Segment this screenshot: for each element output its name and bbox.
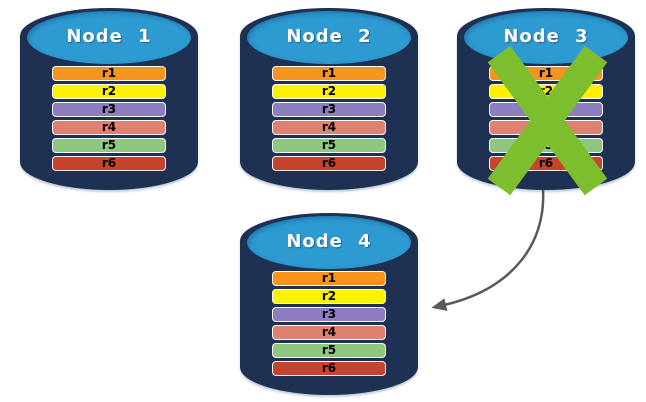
record-bar-r2: r2 [272, 289, 386, 304]
record-list: r1 r2 r3 r4 r5 r6 [489, 66, 603, 171]
record-bar-r2: r2 [489, 84, 603, 99]
node-title: Node 4 [286, 231, 372, 252]
node-4: Node 4 r1 r2 r3 r4 r5 r6 [240, 213, 418, 395]
node-3: Node 3 r1 r2 r3 r4 r5 r6 [457, 8, 635, 190]
record-bar-r4: r4 [272, 325, 386, 340]
record-bar-r1: r1 [489, 66, 603, 81]
record-bar-r2: r2 [272, 84, 386, 99]
cylinder-top-face: Node 4 [247, 216, 411, 269]
record-bar-r3: r3 [272, 102, 386, 117]
record-bar-r6: r6 [272, 361, 386, 376]
record-bar-r1: r1 [272, 271, 386, 286]
record-bar-r5: r5 [272, 138, 386, 153]
record-bar-r4: r4 [52, 120, 166, 135]
record-bar-r6: r6 [272, 156, 386, 171]
node-title: Node 2 [286, 26, 372, 47]
record-bar-r3: r3 [272, 307, 386, 322]
record-bar-r4: r4 [272, 120, 386, 135]
failover-arrow [431, 189, 545, 311]
cylinder-top-face: Node 1 [27, 11, 191, 64]
record-list: r1 r2 r3 r4 r5 r6 [272, 271, 386, 376]
record-list: r1 r2 r3 r4 r5 r6 [52, 66, 166, 171]
record-bar-r5: r5 [272, 343, 386, 358]
node-1: Node 1 r1 r2 r3 r4 r5 r6 [20, 8, 198, 190]
record-bar-r3: r3 [489, 102, 603, 117]
node-title: Node 3 [503, 26, 589, 47]
record-bar-r4: r4 [489, 120, 603, 135]
record-bar-r5: r5 [489, 138, 603, 153]
record-bar-r1: r1 [272, 66, 386, 81]
record-bar-r6: r6 [489, 156, 603, 171]
cylinder-top-face: Node 2 [247, 11, 411, 64]
record-bar-r5: r5 [52, 138, 166, 153]
node-title: Node 1 [66, 26, 152, 47]
record-bar-r6: r6 [52, 156, 166, 171]
record-list: r1 r2 r3 r4 r5 r6 [272, 66, 386, 171]
node-2: Node 2 r1 r2 r3 r4 r5 r6 [240, 8, 418, 190]
cylinder-top-face: Node 3 [464, 11, 628, 64]
record-bar-r3: r3 [52, 102, 166, 117]
record-bar-r2: r2 [52, 84, 166, 99]
record-bar-r1: r1 [52, 66, 166, 81]
